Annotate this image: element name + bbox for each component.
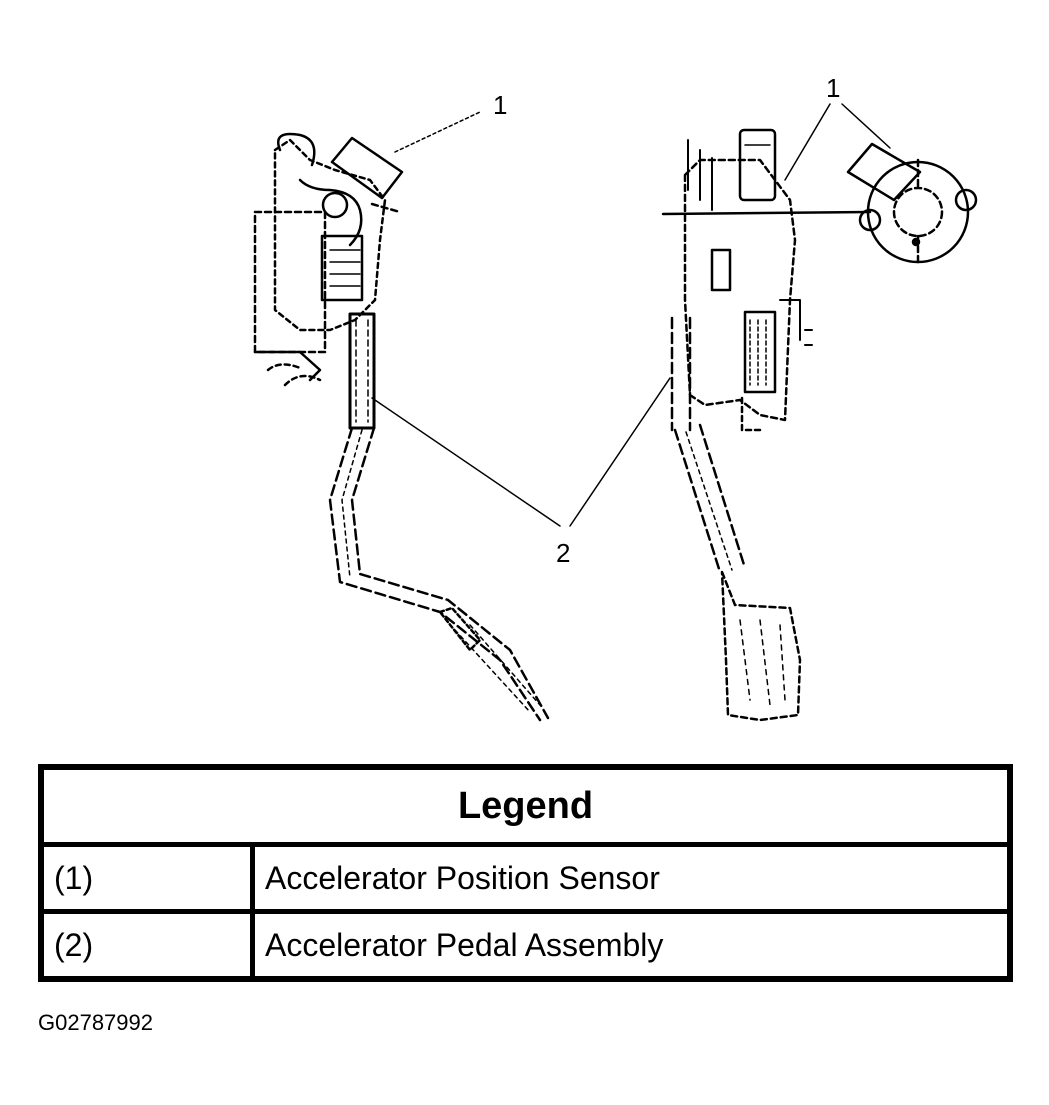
legend-description: Accelerator Pedal Assembly — [250, 909, 1013, 982]
callout-1-left: 1 — [493, 90, 507, 120]
legend-description: Accelerator Position Sensor — [250, 842, 1013, 914]
legend-code: (2) — [38, 909, 255, 982]
legend-row: (1) Accelerator Position Sensor — [38, 842, 1013, 914]
legend-title: Legend — [38, 764, 1013, 847]
left-pedal-assembly — [253, 132, 550, 722]
legend-code: (1) — [38, 842, 255, 914]
figure-id: G02787992 — [38, 1010, 153, 1035]
legend-table: Legend (1) Accelerator Position Sensor (… — [38, 764, 1013, 982]
right-pedal-assembly — [661, 128, 978, 722]
callout-leaders — [371, 103, 891, 527]
legend-row: (2) Accelerator Pedal Assembly — [38, 909, 1013, 982]
callout-1-right: 1 — [826, 73, 840, 103]
callout-2: 2 — [556, 538, 570, 568]
pedal-illustration: 1 1 2 — [253, 73, 978, 722]
